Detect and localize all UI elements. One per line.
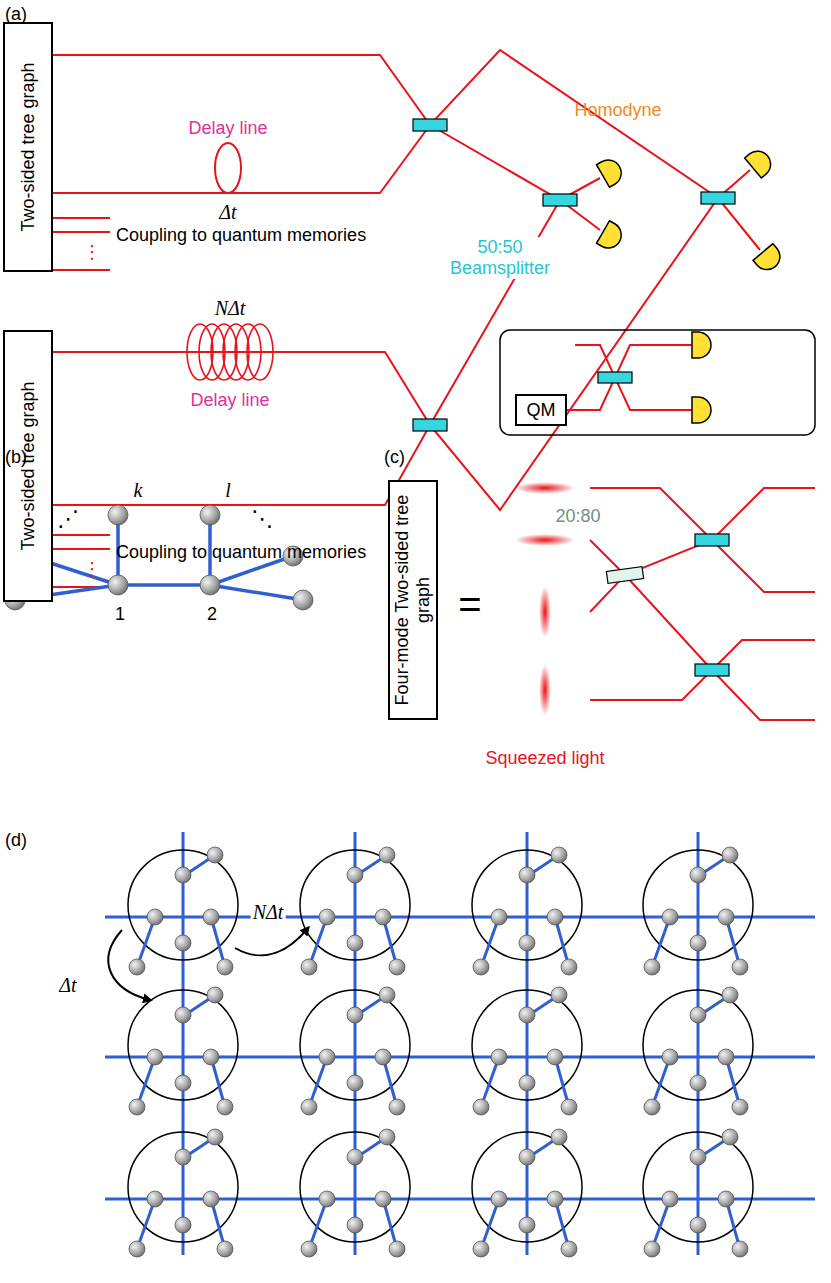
cluster-lattice	[105, 832, 815, 1257]
box-label: QM	[527, 400, 556, 421]
delay-label: Delay line	[188, 118, 267, 139]
coupling-label: Coupling to quantum memories	[116, 542, 366, 563]
delay-time: Δt	[219, 201, 236, 224]
delay-label: Delay line	[190, 390, 269, 411]
panel-label: (b)	[5, 447, 27, 468]
beamsplitter	[598, 372, 632, 383]
homodyne-label: Homodyne	[574, 100, 661, 121]
homodyne-detector	[692, 397, 711, 423]
node-label: k	[134, 479, 143, 502]
ratio-label: 20:80	[555, 506, 600, 527]
ellipsis: ⋱	[251, 506, 273, 531]
memory-box: QM	[515, 394, 567, 426]
node-number: 1	[115, 604, 125, 625]
equals-sign: =	[458, 582, 481, 627]
ellipsis: ⋰	[57, 506, 79, 531]
homodyne-detector	[597, 146, 786, 275]
tree-graph-box: Two-sided tree graph	[3, 22, 53, 272]
beamsplitter-2080	[606, 567, 643, 584]
inset-frame	[500, 330, 815, 435]
beamsplitter	[413, 119, 735, 431]
box-label: Two-sided tree graph	[18, 30, 39, 264]
panel-label: (d)	[5, 830, 27, 851]
tree-graph-box: Four-mode Two-sided tree graph	[388, 480, 438, 720]
delay-time: Δt	[57, 974, 78, 997]
box-label: Four-mode Two-sided tree graph	[392, 488, 433, 712]
beamsplitter-label: 50:50 Beamsplitter	[448, 237, 552, 279]
node-number: 2	[207, 604, 217, 625]
optical-path	[567, 345, 692, 410]
ellipsis: ⋮	[83, 558, 101, 579]
panel-label: (a)	[5, 4, 27, 25]
optical-path	[590, 488, 815, 720]
source-label: Squeezed light	[485, 748, 604, 769]
beamsplitter	[695, 534, 729, 546]
ellipsis: ⋮	[83, 241, 101, 262]
panel-label: (c)	[384, 447, 405, 468]
node-label: l	[225, 479, 231, 502]
delay-time: NΔt	[215, 297, 246, 320]
delay-coil	[187, 324, 273, 380]
homodyne-detector	[692, 332, 711, 358]
beamsplitter	[695, 664, 729, 676]
delay-arrow	[108, 928, 308, 1000]
delay-time: NΔt	[251, 901, 286, 924]
coupling-label: Coupling to quantum memories	[116, 225, 366, 246]
